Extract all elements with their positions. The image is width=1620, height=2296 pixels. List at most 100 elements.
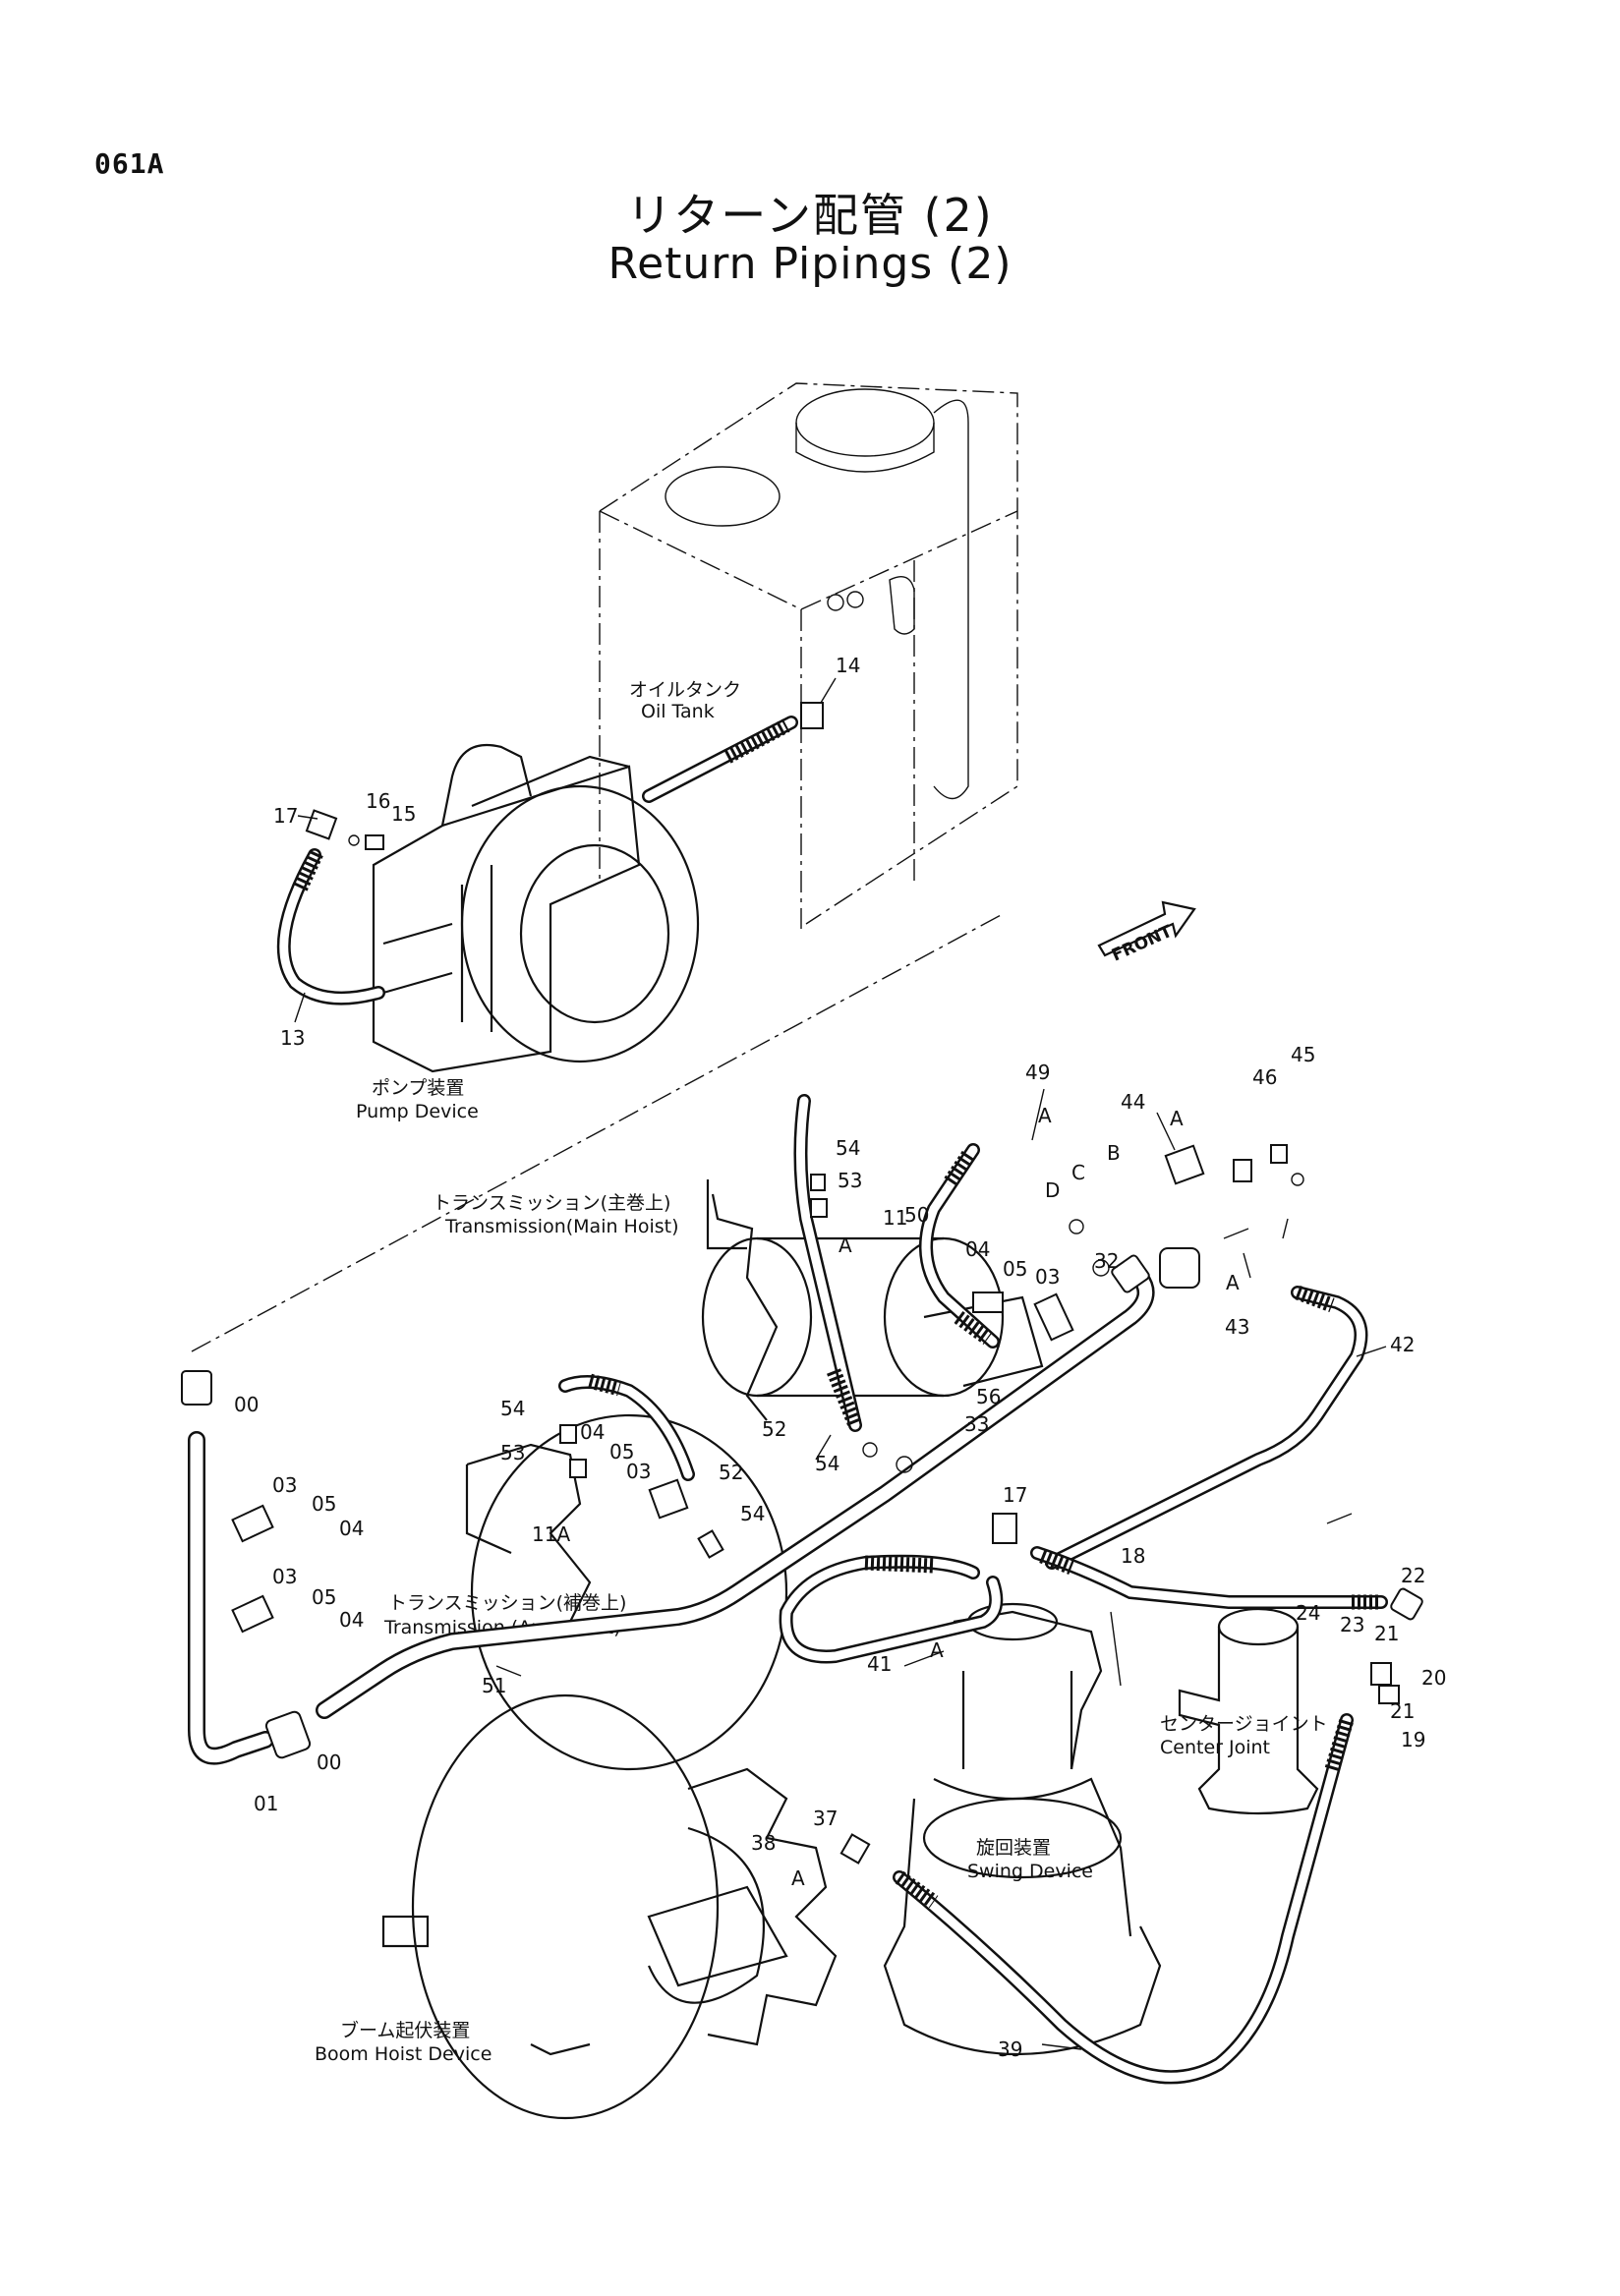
swing-device-label-jp: 旋回装置: [976, 1837, 1051, 1859]
oil-tank-drawing: オイルタンク Oil Tank: [599, 382, 1018, 929]
callout-19: 19: [1401, 1728, 1425, 1751]
callout-18: 18: [1121, 1544, 1145, 1568]
oil-tank-label-en: Oil Tank: [641, 701, 715, 722]
callout-52-b: 52: [719, 1461, 743, 1484]
callout-20: 20: [1421, 1666, 1446, 1690]
callout-16: 16: [366, 789, 390, 813]
boom-hoist-label-en: Boom Hoist Device: [315, 2043, 492, 2065]
callout-04-d: 04: [339, 1608, 364, 1632]
callout-32: 32: [1094, 1249, 1119, 1273]
transmission-main-label-en: Transmission(Main Hoist): [444, 1216, 679, 1237]
callout-00-a: 00: [234, 1393, 259, 1416]
callout-41: 41: [867, 1652, 892, 1676]
hose-14-drawing: [642, 702, 824, 803]
oil-tank-label-jp: オイルタンク: [629, 679, 741, 701]
callout-17: 17: [273, 804, 298, 828]
callout-49: 49: [1025, 1061, 1050, 1084]
callout-23: 23: [1340, 1613, 1364, 1636]
pipe-51-drawing: [316, 1254, 1155, 1719]
connection-letters: A A B C D A A A A: [791, 1104, 1240, 1890]
callout-39: 39: [998, 2038, 1022, 2061]
callout-01: 01: [254, 1792, 278, 1815]
callout-05-d: 05: [312, 1585, 336, 1609]
hose-41-drawing: [779, 1554, 1004, 1664]
callout-03-c: 03: [272, 1473, 297, 1497]
callout-numbers: 14 17 16 15 13 49 46 45 44 54 53 11 50 0…: [234, 654, 1446, 2061]
pump-device-label-en: Pump Device: [356, 1101, 479, 1122]
transmission-main-label-jp: トランスミッション(主巻上): [433, 1192, 670, 1214]
callout-13: 13: [280, 1026, 305, 1050]
callout-52-a: 52: [762, 1417, 786, 1441]
front-label: FRONT: [1109, 922, 1176, 966]
pump-device-drawing: ポンプ装置 Pump Device: [356, 743, 700, 1122]
callout-54-a: 54: [836, 1136, 860, 1160]
boom-hoist-device-drawing: ブーム起伏装置 Boom Hoist Device: [315, 1693, 838, 2120]
callout-54-c: 54: [500, 1397, 525, 1420]
center-joint-drawing: センタージョイント Center Joint: [1160, 1607, 1328, 1815]
fittings-and-brackets: [231, 1144, 1400, 1865]
callout-04-a: 04: [965, 1237, 990, 1261]
callout-03-a: 03: [1035, 1265, 1060, 1289]
pipe-01-drawing: [181, 1370, 312, 1765]
callout-03-d: 03: [272, 1565, 297, 1588]
callout-17-b: 17: [1003, 1483, 1027, 1507]
callout-53-a: 53: [838, 1169, 862, 1192]
hose-13-drawing: [276, 809, 385, 1005]
swing-device-label-en: Swing Device: [967, 1861, 1093, 1882]
hose-52-aux-drawing: [558, 1373, 695, 1481]
connection-letter-a: A: [930, 1638, 944, 1662]
callout-04-c: 04: [339, 1517, 364, 1540]
center-joint-label-jp: センタージョイント: [1160, 1713, 1328, 1735]
page-title-japanese: リターン配管 (2): [626, 189, 994, 242]
callout-04-b: 04: [580, 1420, 605, 1444]
connection-letter-a: A: [839, 1234, 852, 1257]
callout-46: 46: [1252, 1065, 1277, 1089]
callout-53-b: 53: [500, 1441, 525, 1464]
callout-21-b: 21: [1390, 1699, 1415, 1723]
callout-45: 45: [1291, 1043, 1315, 1066]
connection-letter-a: A: [791, 1866, 805, 1890]
callout-24: 24: [1296, 1601, 1320, 1625]
pump-device-label-jp: ポンプ装置: [372, 1077, 464, 1099]
callout-42: 42: [1390, 1333, 1415, 1356]
leader-pump-to-pipe: [191, 913, 1004, 1352]
callout-03-b: 03: [626, 1460, 651, 1483]
callout-33: 33: [964, 1412, 989, 1436]
callout-50: 50: [904, 1203, 929, 1227]
connection-letter-c: C: [1071, 1161, 1085, 1184]
callout-05-b: 05: [609, 1440, 634, 1464]
callout-22: 22: [1401, 1564, 1425, 1587]
callout-11: 11: [883, 1206, 907, 1230]
boom-hoist-label-jp: ブーム起伏装置: [340, 2019, 470, 2041]
callout-05-c: 05: [312, 1492, 336, 1516]
connection-letter-b: B: [1107, 1141, 1121, 1165]
callout-44: 44: [1121, 1090, 1145, 1114]
callout-05-a: 05: [1003, 1257, 1027, 1281]
callout-11a: 11A: [532, 1522, 570, 1546]
callout-56: 56: [976, 1385, 1001, 1408]
front-direction-arrow: FRONT: [1097, 900, 1196, 966]
callout-43: 43: [1225, 1315, 1249, 1339]
connection-letter-d: D: [1045, 1178, 1060, 1202]
callout-15: 15: [391, 802, 416, 826]
callout-54-b: 54: [815, 1452, 839, 1475]
hose-18-drawing: [992, 1513, 1423, 1621]
page-code: 061A: [94, 147, 165, 180]
page-title-english: Return Pipings (2): [608, 239, 1012, 289]
connection-letter-a: A: [1038, 1104, 1052, 1127]
transmission-aux-label-jp: トランスミッション(補巻上): [388, 1592, 626, 1614]
center-joint-label-en: Center Joint: [1160, 1737, 1270, 1758]
hose-42-drawing: [1045, 1285, 1368, 1570]
swing-device-drawing: 旋回装置 Swing Device: [883, 1602, 1162, 2055]
connection-letter-a: A: [1226, 1271, 1240, 1294]
callout-51: 51: [482, 1674, 506, 1697]
hose-52-main-drawing: [793, 1094, 862, 1432]
callout-37: 37: [813, 1807, 838, 1830]
callout-54-d: 54: [740, 1502, 765, 1525]
hose-50-drawing: [919, 1143, 1000, 1349]
transmission-main-hoist-drawing: トランスミッション(主巻上) Transmission(Main Hoist): [433, 1179, 1044, 1421]
hose-39-drawing: [893, 1713, 1355, 2085]
callout-21-a: 21: [1374, 1622, 1399, 1645]
callout-14: 14: [836, 654, 860, 677]
